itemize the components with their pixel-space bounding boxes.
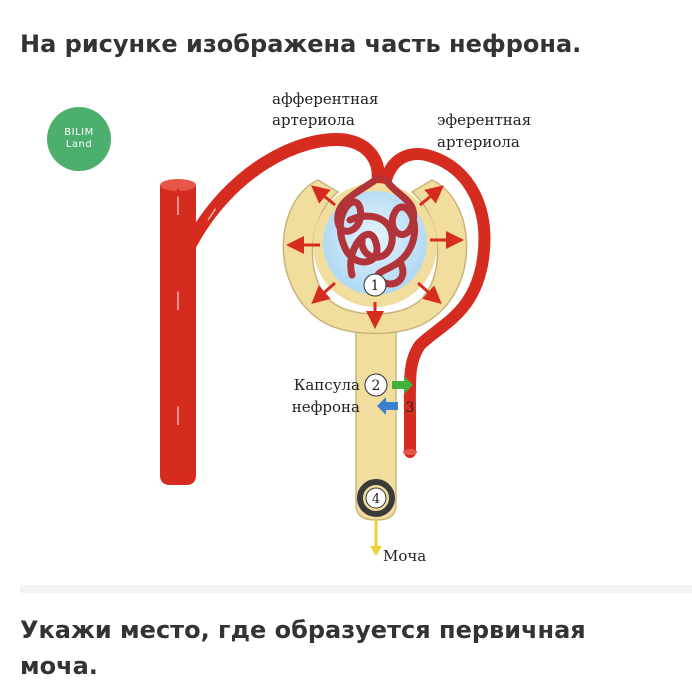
marker-3: 3 <box>406 400 415 416</box>
reabsorption-arrow-green <box>392 376 413 394</box>
marker-1: 1 <box>371 278 380 294</box>
secretion-arrow-blue <box>377 397 398 415</box>
marker-4: 4 <box>372 492 380 507</box>
efferent-arteriole <box>380 148 491 458</box>
section-divider <box>20 585 692 593</box>
filtration-arrows <box>286 185 464 329</box>
afferent-arteriole <box>183 133 385 252</box>
label-afferent-line1: афферентная <box>272 90 378 108</box>
marker-2: 2 <box>372 378 381 394</box>
logo-text-line2: Land <box>65 139 93 150</box>
page-title: На рисунке изображена часть нефрона. <box>20 30 582 58</box>
logo-text-line1: BILIM <box>64 127 94 138</box>
label-capsule-line2: нефрона <box>292 398 360 416</box>
label-urine: Моча <box>383 547 426 565</box>
bilimland-logo: BILIM Land <box>47 107 111 171</box>
label-efferent-line1: эферентная <box>437 111 531 129</box>
label-capsule-line1: Капсула <box>294 376 360 394</box>
question-text: Укажи место, где образуется первичная мо… <box>20 616 586 680</box>
nephron-diagram: 1 2 3 4 афферентная артериола эферентная… <box>160 90 531 565</box>
label-efferent-line2: артериола <box>437 133 520 151</box>
renal-vessel <box>160 179 196 485</box>
label-afferent-line2: артериола <box>272 111 355 129</box>
